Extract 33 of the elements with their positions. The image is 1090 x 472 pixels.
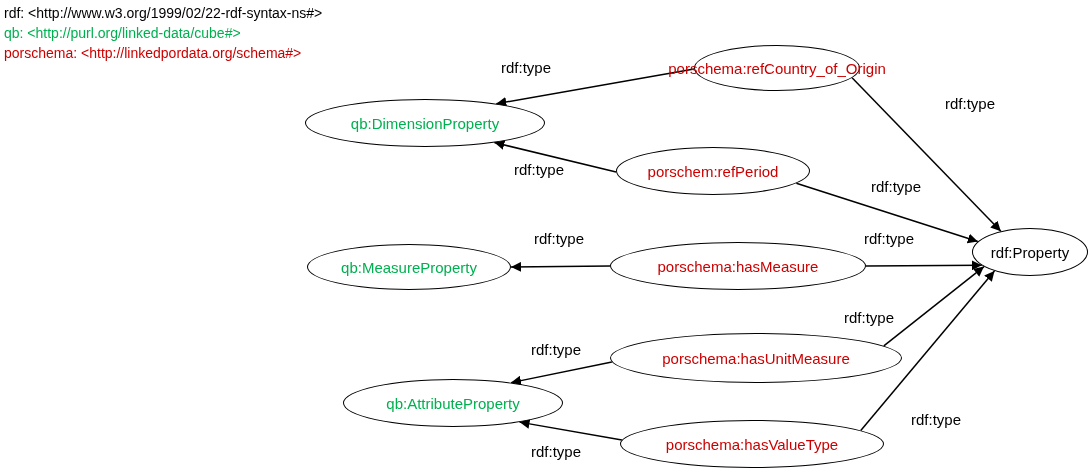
namespace-prefix: porschema: <http://linkedpordata.org/schema#> (4, 44, 302, 62)
edge-label: rdf:type (944, 95, 997, 112)
edge-label: rdf:type (870, 178, 923, 195)
node-label: rdf:Property (990, 243, 1070, 261)
arrow (495, 68, 695, 107)
node-label: qb:DimensionProperty (350, 114, 500, 132)
edge-label: rdf:type (863, 230, 916, 247)
arrow (860, 270, 996, 432)
arrow (851, 77, 1002, 232)
node-label: qb:MeasureProperty (341, 258, 477, 276)
arrow (510, 361, 613, 386)
node-label: porschema:hasMeasure (657, 257, 819, 275)
namespace-prefix: qb: <http://purl.org/linked-data/cube#> (4, 24, 241, 42)
namespace-prefix: rdf: <http://www.w3.org/1999/02/22-rdf-syntax-ns#> (4, 4, 323, 22)
node-label: porschem:refPeriod (647, 162, 779, 180)
arrow (493, 140, 617, 173)
edge-label: rdf:type (530, 341, 583, 358)
edge-label: rdf:type (843, 309, 896, 326)
arrow (883, 265, 985, 347)
arrow (795, 182, 979, 244)
node-label: porschema:refCountry_of_Origin (668, 59, 886, 77)
edge-label: rdf:type (500, 59, 553, 76)
edge-label: rdf:type (530, 443, 583, 460)
arrow (510, 261, 611, 272)
node-label: porschema:hasUnitMeasure (662, 349, 850, 367)
node-label: porschema:hasValueType (665, 435, 839, 453)
edge-label: rdf:type (513, 161, 566, 178)
arrow (518, 418, 623, 441)
edge-label: rdf:type (910, 411, 963, 428)
ellipse-node (972, 228, 1088, 276)
arrow (865, 260, 983, 271)
edge-label: rdf:type (533, 230, 586, 247)
node-label: qb:AttributeProperty (386, 394, 520, 412)
